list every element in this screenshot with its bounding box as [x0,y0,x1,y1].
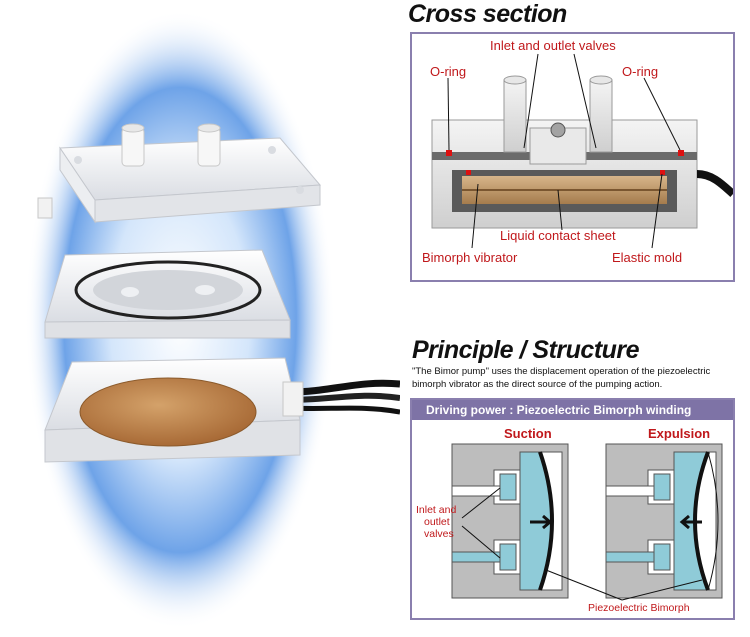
label-valves-line-1: Inlet and [416,504,457,516]
cross-section-title: Cross section [408,0,567,28]
expulsion-diagram [605,443,723,599]
principle-description-line-2: bimorph vibrator as the direct source of… [412,379,663,390]
label-valves-line-3: valves [424,528,454,540]
driving-power-banner: Driving power : Piezoelectric Bimorph wi… [412,400,733,420]
pump-base-with-bimorph [44,357,400,463]
label-inlet-outlet-valves: Inlet and outlet valves [490,38,616,53]
label-valves-line-2: outlet [424,516,450,528]
expulsion-title: Expulsion [648,426,711,441]
label-bimorph-vibrator: Bimorph vibrator [422,250,518,265]
pump-principle-diagram [451,443,723,601]
bimorph-disc [79,377,257,447]
principle-structure-title: Principle / Structure [412,336,640,364]
principle-panel: Driving power : Piezoelectric Bimorph wi… [410,398,735,620]
label-elastic-mold: Elastic mold [612,250,683,265]
cross-section-drawing [431,53,733,249]
pump-top-lid [37,123,322,224]
o-ring-black [74,260,262,320]
cross-section-panel: Inlet and outlet valves O-ring O-ring Li… [410,32,735,282]
label-o-ring-right: O-ring [622,64,659,79]
suction-title: Suction [504,426,552,441]
pump-middle-plate [44,249,291,339]
pump-exploded-illustration [25,10,400,630]
principle-description-line-1: "The Bimor pump" uses the displacement o… [412,366,711,377]
label-piezoelectric-bimorph: Piezoelectric Bimorph [588,602,690,614]
label-liquid-contact-sheet: Liquid contact sheet [500,228,616,243]
suction-diagram [451,443,569,599]
label-o-ring-left: O-ring [430,64,467,79]
